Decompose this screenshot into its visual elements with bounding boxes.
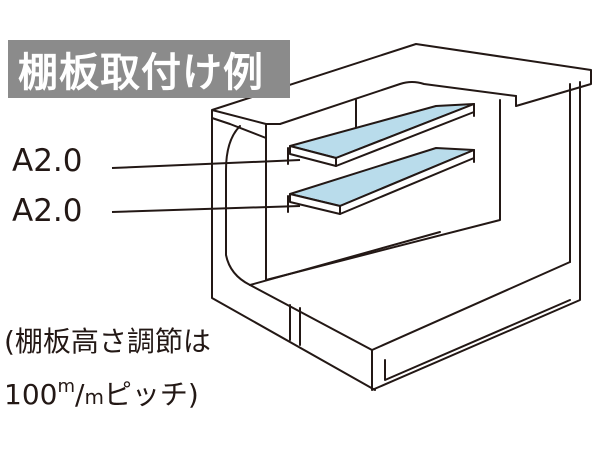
shelf-label-upper: A2.0 — [12, 143, 83, 179]
floor-front-edge — [249, 261, 571, 351]
left-wall — [211, 117, 376, 391]
leader-line-upper — [111, 159, 301, 169]
note-suffix: ピッチ) — [103, 378, 199, 411]
left-wall-curve — [225, 125, 251, 286]
upper-shelf-side — [335, 103, 475, 167]
back-wall — [265, 99, 501, 281]
note-value: 100 — [4, 378, 58, 411]
top-rim-inner — [279, 81, 517, 125]
note-line-2: 100m/mピッチ) — [4, 378, 199, 409]
floor-lip — [289, 304, 301, 346]
top-rim — [211, 43, 592, 139]
note-unit-sup: m — [57, 376, 75, 397]
floor-frame-inner — [384, 299, 571, 381]
right-post — [569, 81, 581, 263]
floor-frame — [371, 257, 581, 391]
shelf-label-lower: A2.0 — [12, 193, 83, 229]
note-slash: / — [75, 378, 85, 411]
title-box: 棚板取付け例 — [8, 40, 290, 98]
shelf-bracket — [287, 103, 475, 213]
note-line-1: (棚板高さ調節は — [4, 325, 211, 358]
leader-line-lower — [111, 205, 301, 213]
diagram-title: 棚板取付け例 — [18, 50, 264, 96]
note-unit-sub: m — [84, 385, 104, 409]
floor-back — [249, 231, 441, 286]
lower-shelf-side — [339, 149, 475, 215]
